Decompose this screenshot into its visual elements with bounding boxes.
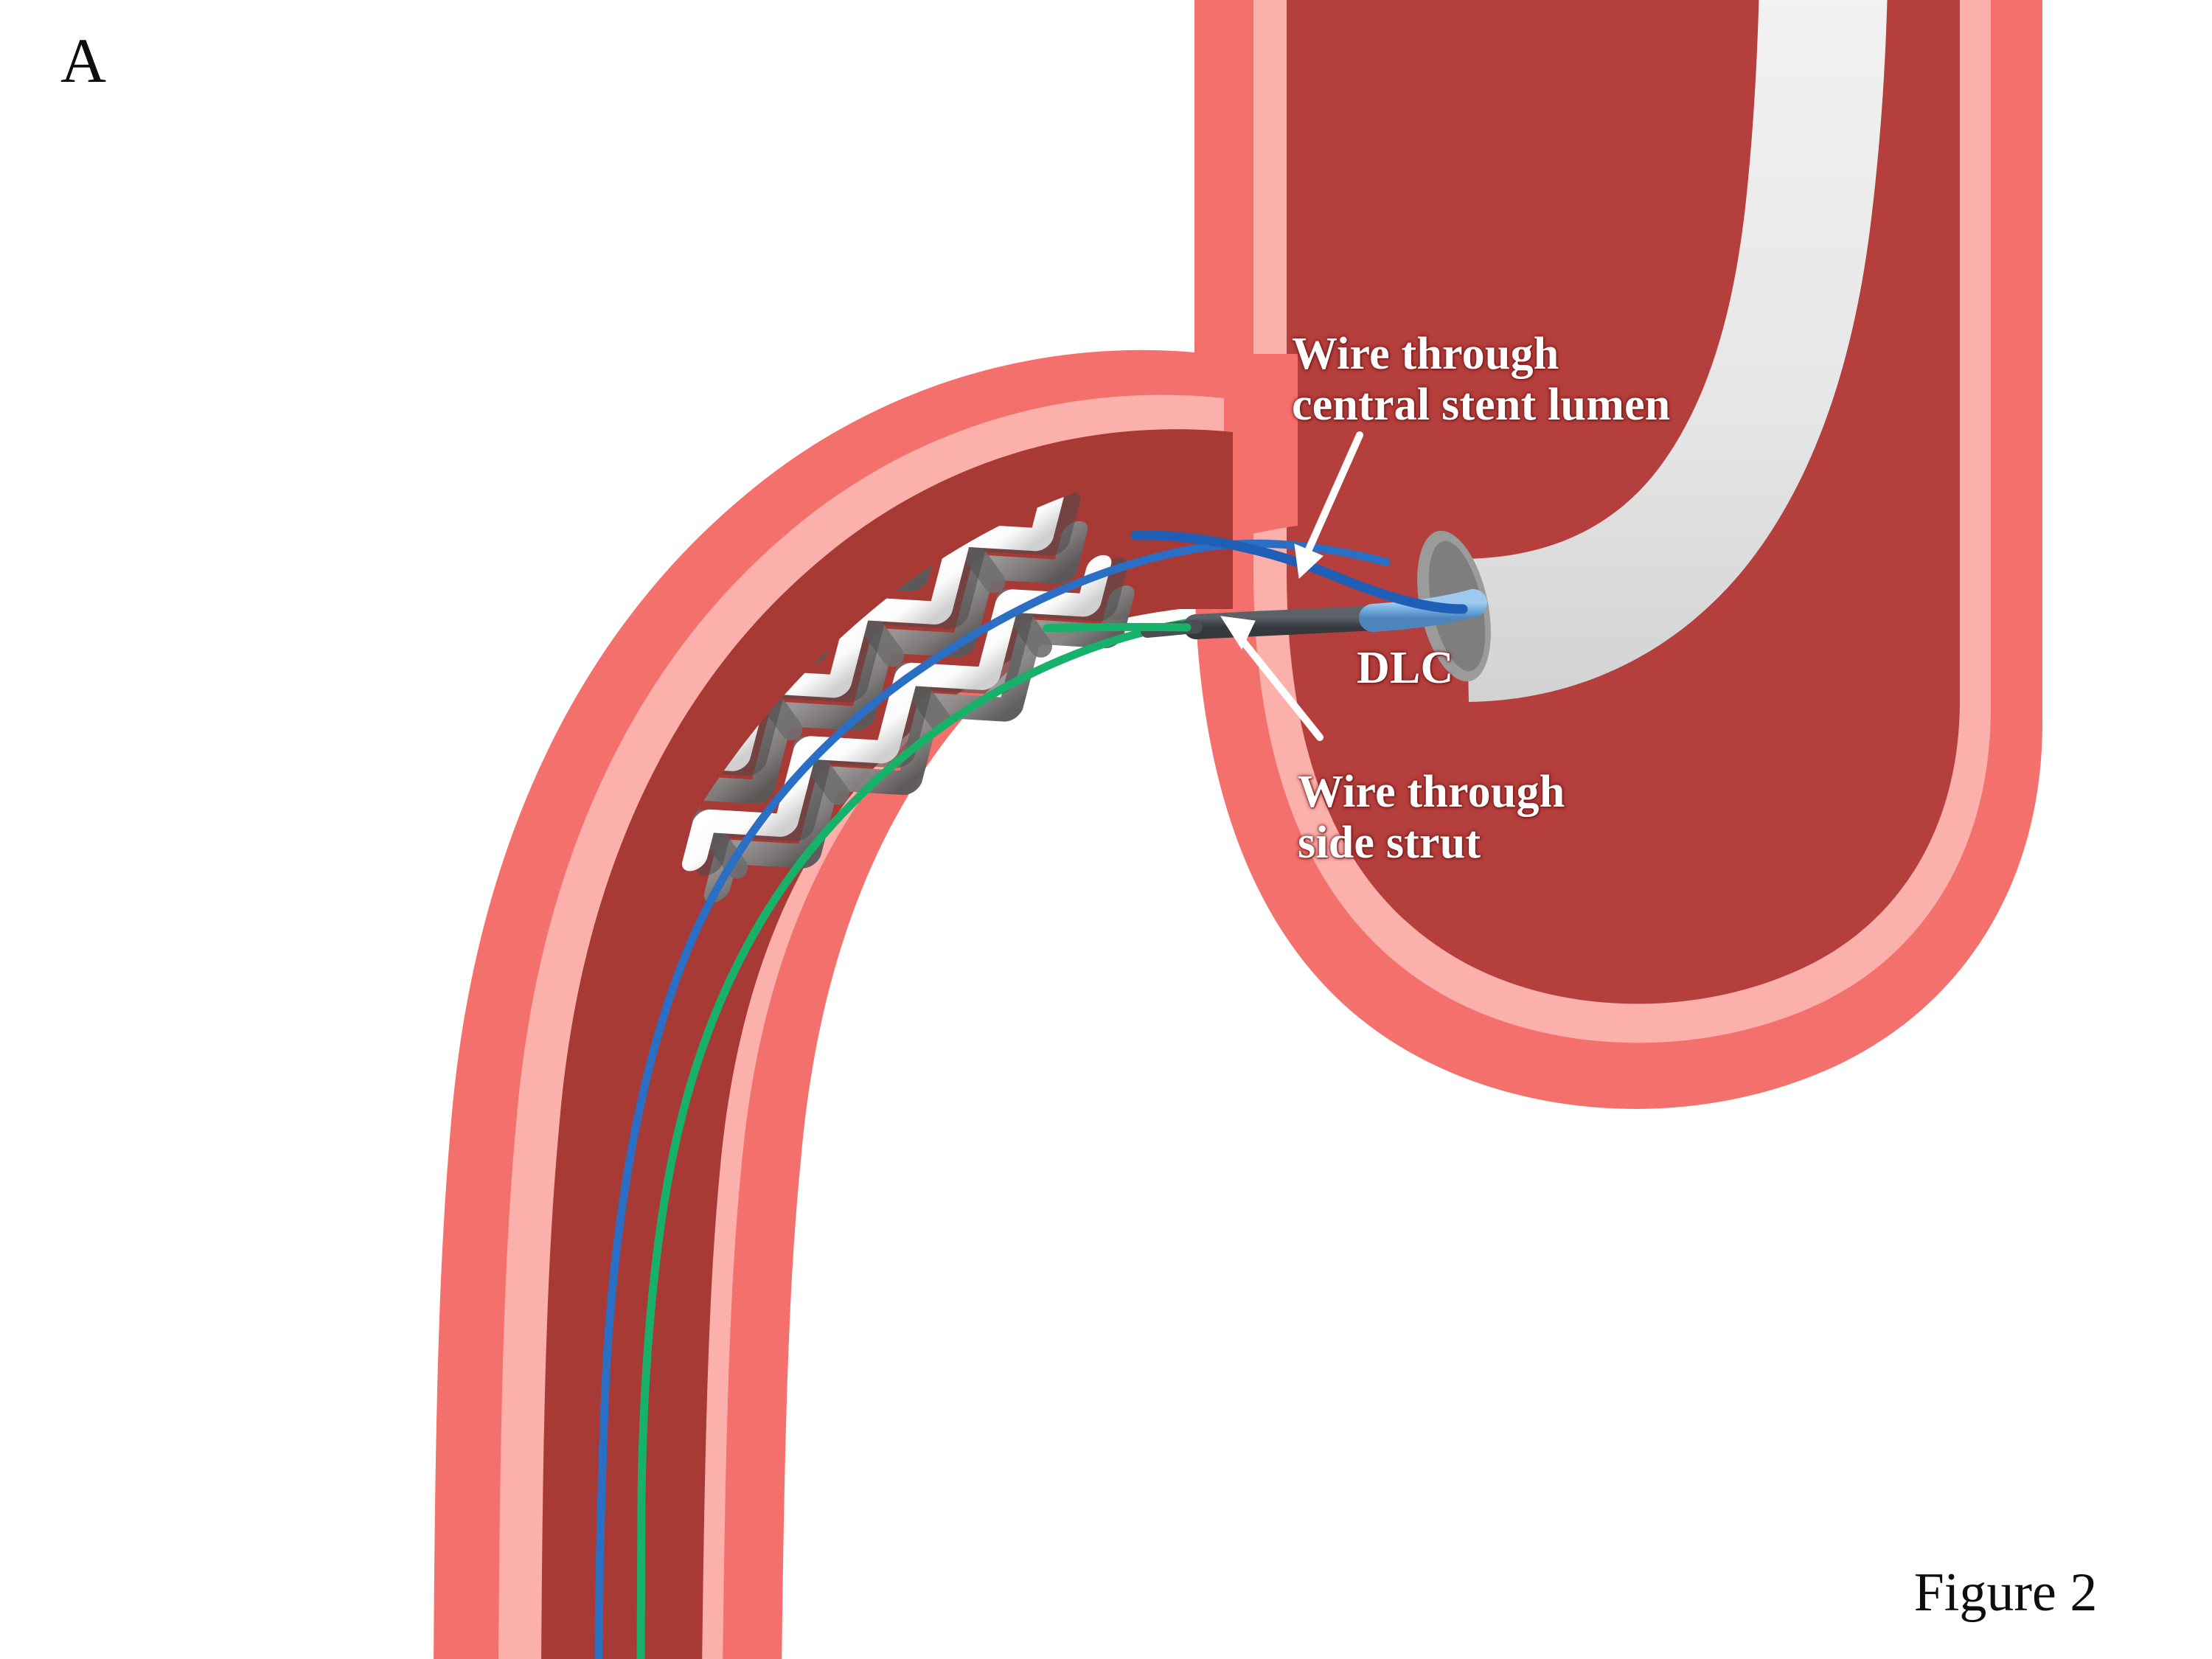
annotation-wire-central-lumen: Wire through central stent lumen <box>1292 329 1670 431</box>
annotation-arrows <box>1220 431 1363 741</box>
annotation-line-2: side strut <box>1298 818 1481 869</box>
annotation-line-2: central stent lumen <box>1292 380 1671 431</box>
panel-label: A <box>60 25 107 96</box>
annotation-line-1: Wire through <box>1292 329 1559 379</box>
guidewires <box>594 539 1391 1659</box>
figure-caption: Figure 2 <box>1913 1562 2098 1623</box>
side-strut-wire <box>636 610 1340 1659</box>
side-branch-vessel <box>434 349 1298 1659</box>
annotation-wire-side-strut: Wire through side strut <box>1298 767 1565 869</box>
annotation-dlc: DLC <box>1357 643 1454 693</box>
central-lumen-wire <box>594 539 1391 1659</box>
annotation-line-1: Wire through <box>1298 767 1565 817</box>
arrow-up-left-icon <box>1220 616 1324 741</box>
arrow-down-left-icon <box>1294 431 1363 580</box>
dual-lumen-catheter <box>1043 530 1487 639</box>
